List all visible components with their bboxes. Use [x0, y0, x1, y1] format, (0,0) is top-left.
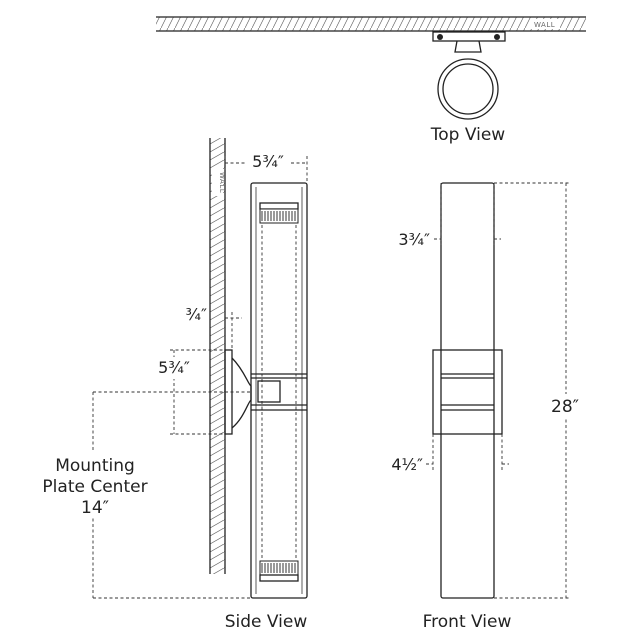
- dim-side-depth: 5¾″: [224, 152, 308, 183]
- dim-plate-height: 5¾″: [150, 349, 225, 435]
- top-wall: WALL: [156, 16, 586, 32]
- overall-height-label: 28″: [551, 397, 579, 417]
- side-wall-label: WALL: [218, 172, 226, 193]
- side-view: WALL: [40, 138, 308, 632]
- center-band: [251, 373, 307, 411]
- top-view-fixture: [432, 31, 506, 120]
- dim-mounting-center: Mounting Plate Center 14″: [40, 391, 251, 599]
- mounting-label-line1: Mounting: [55, 456, 135, 476]
- plate-depth-label: ¾″: [186, 305, 208, 324]
- plate-height-label: 5¾″: [158, 358, 190, 377]
- lower-lamp-socket: [259, 560, 299, 582]
- side-view-fixture: [224, 182, 308, 599]
- front-width-label: 3¾″: [398, 230, 430, 249]
- front-view-label: Front View: [423, 612, 512, 632]
- top-view: WALL Top View: [156, 16, 586, 145]
- dim-center-band: 4½″: [391, 434, 509, 474]
- dim-overall-height: 28″: [494, 182, 590, 599]
- mounting-label-line2: Plate Center: [42, 477, 147, 497]
- top-wall-label: WALL: [534, 21, 555, 29]
- front-view-fixture: [432, 182, 503, 599]
- dim-front-width: 3¾″: [398, 183, 501, 249]
- side-wall: WALL: [209, 138, 226, 574]
- front-view: 3¾″ 4½″ 28″ Front View: [391, 182, 590, 632]
- top-view-label: Top View: [430, 125, 506, 145]
- side-depth-label: 5¾″: [252, 152, 284, 171]
- side-view-label: Side View: [225, 612, 308, 632]
- mounting-label-line3: 14″: [81, 498, 109, 518]
- upper-lamp-socket: [259, 202, 299, 224]
- center-band-label: 4½″: [391, 455, 423, 474]
- dim-plate-depth: ¾″: [186, 305, 242, 350]
